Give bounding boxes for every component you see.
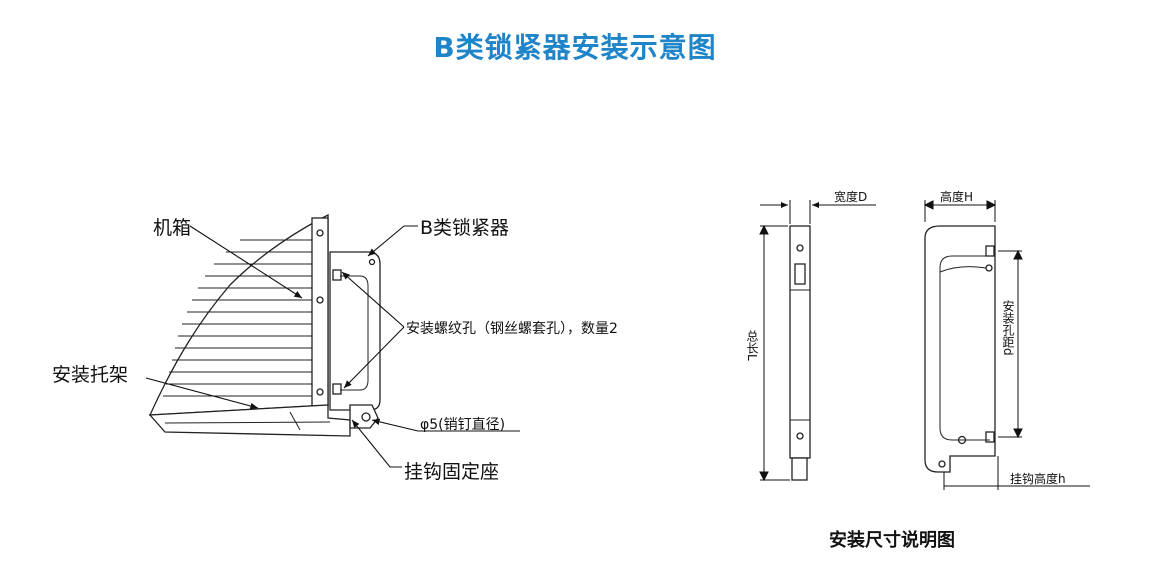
- diagram-caption: 安装尺寸说明图: [829, 530, 955, 551]
- label-hook-seat: 挂钩固定座: [404, 461, 500, 483]
- label-bracket: 安装托架: [52, 364, 129, 386]
- page-title: B类锁紧器安装示意图: [433, 31, 717, 64]
- label-height-h: 高度H: [940, 190, 974, 204]
- label-pin-diameter: φ5(销钉直径): [420, 417, 506, 433]
- front-view: [924, 225, 996, 473]
- chassis-drawing: [148, 213, 381, 437]
- side-view: [789, 225, 811, 481]
- label-total-length: 总长L: [745, 330, 759, 361]
- label-b-locker: B类锁紧器: [420, 217, 510, 239]
- label-screw-holes: 安装螺纹孔（钢丝螺套孔），数量2: [406, 321, 618, 337]
- label-hole-pitch: 安装孔距d: [1001, 300, 1015, 356]
- label-chassis: 机箱: [153, 217, 192, 239]
- label-width-d: 宽度D: [834, 190, 868, 204]
- label-hook-height: 挂钩高度h: [1010, 472, 1066, 486]
